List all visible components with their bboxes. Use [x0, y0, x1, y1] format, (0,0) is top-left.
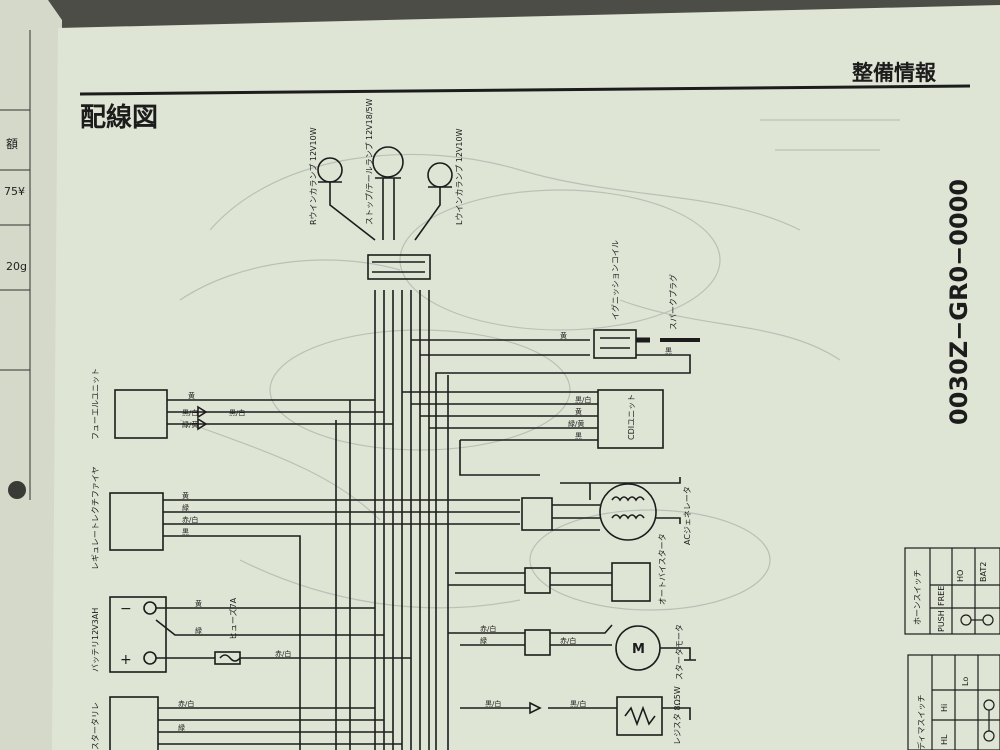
wire-label: 赤/白	[182, 515, 198, 524]
dimmer-switch-col-lo: Lo	[961, 677, 970, 686]
wire-label: 黄	[575, 407, 582, 416]
section-header: 整備情報	[852, 61, 937, 85]
wire-label: 黄	[182, 491, 189, 500]
wire-label: 緑	[182, 503, 189, 512]
wire-label: 緑	[195, 626, 202, 635]
starter-relay-box	[109, 696, 159, 750]
horn-switch-col-bat2: BAT2	[979, 562, 988, 582]
regulator-box	[109, 492, 164, 551]
wire-label: 緑/黄	[568, 419, 584, 428]
left-page-fragment: 75¥	[4, 185, 25, 198]
wire-label: 黒	[575, 432, 582, 440]
wire-label: 緑/黄	[182, 420, 198, 429]
wire-label: 黒	[182, 528, 189, 536]
label-starter-motor: スタータモータ	[675, 624, 684, 680]
label-resistor: レジスタ 8Ω5W	[673, 686, 682, 745]
rear-coupler	[367, 254, 431, 280]
turn-lamp-right	[317, 157, 376, 241]
wire-label: 赤/白	[560, 636, 576, 645]
fuel-unit-box	[114, 389, 168, 439]
part-number: 0030Z−GR0−0000	[945, 179, 973, 425]
wire-label: 黒/白	[575, 395, 591, 404]
wire-label: 黒	[665, 347, 672, 355]
cdi-unit-box	[597, 389, 664, 449]
label-ignition-coil: イグニッションコイル	[610, 240, 620, 320]
label-ac-generator: ACジェネレータ	[683, 486, 692, 545]
wire-label: 黒/白	[570, 699, 586, 708]
label-spark-plug: スパークプラグ	[668, 274, 678, 330]
label-stop-tail: ストップ/テールランプ 12V18/5W	[365, 98, 374, 225]
left-page-fragment: 20g	[6, 260, 27, 273]
horn-switch-row-push: PUSH	[937, 610, 946, 632]
label-turn-left: Lウインカランプ 12V10W	[455, 128, 464, 225]
battery-box	[109, 596, 167, 673]
battery-plus-symbol: +	[120, 652, 132, 668]
label-regulator: レギュレートレクチファイヤ	[91, 466, 100, 570]
wire-label: 赤/白	[480, 624, 496, 633]
dimmer-switch-table	[907, 654, 1000, 750]
resistor-box	[616, 696, 663, 736]
wire-label: 黒/白	[182, 408, 198, 417]
main-harness	[335, 290, 430, 750]
wire-label: 緑	[178, 723, 185, 732]
wire-label: 黒/白	[485, 699, 501, 708]
horn-switch-row-free: FREE	[937, 586, 946, 606]
wire-label: 黄	[195, 599, 202, 608]
dimmer-switch-row-hi: Hi	[940, 704, 949, 712]
ignition-coil-box	[593, 329, 637, 359]
left-page: 額 75¥ 20g	[0, 0, 62, 750]
wire-label: 黄	[188, 391, 195, 400]
left-page-fragment: 額	[6, 137, 18, 151]
diagram-title: 配線図	[80, 102, 158, 133]
wire-label: 赤/白	[275, 649, 291, 658]
regulator-coupler	[521, 497, 553, 531]
dimmer-switch-row-hl: HL	[940, 734, 949, 745]
label-fuse: ヒューズ7A	[228, 597, 238, 640]
motor-symbol: M	[632, 642, 645, 657]
wire-label: 赤/白	[178, 699, 194, 708]
wire-label: 緑	[480, 636, 487, 645]
horn-switch-title: ホーンスイッチ	[913, 570, 922, 625]
label-cdi-unit: CDIユニット	[627, 394, 636, 440]
stop-tail-lamp	[372, 146, 404, 240]
label-fuel-unit: フューエルユニット	[91, 368, 100, 440]
horn-switch-col-ho: HO	[956, 570, 965, 582]
wire-label: 黒/白	[229, 408, 245, 417]
wire-label: 黄	[560, 331, 567, 340]
label-battery: バッテリ12V3AH	[91, 608, 100, 672]
horn-switch-table	[904, 547, 1000, 635]
label-turn-right: Rウインカランプ 12V10W	[309, 127, 318, 225]
turn-lamp-left	[414, 162, 453, 241]
auto-bystarter-box	[611, 562, 651, 602]
label-auto-bystarter: オートバイスタータ	[658, 533, 667, 605]
battery-minus-symbol: −	[120, 601, 132, 617]
ac-generator	[599, 483, 657, 541]
dimmer-switch-title: ディマスイッチ	[916, 695, 926, 750]
label-starter-relay: スタータリレ	[91, 702, 100, 750]
main-page	[52, 5, 1000, 750]
